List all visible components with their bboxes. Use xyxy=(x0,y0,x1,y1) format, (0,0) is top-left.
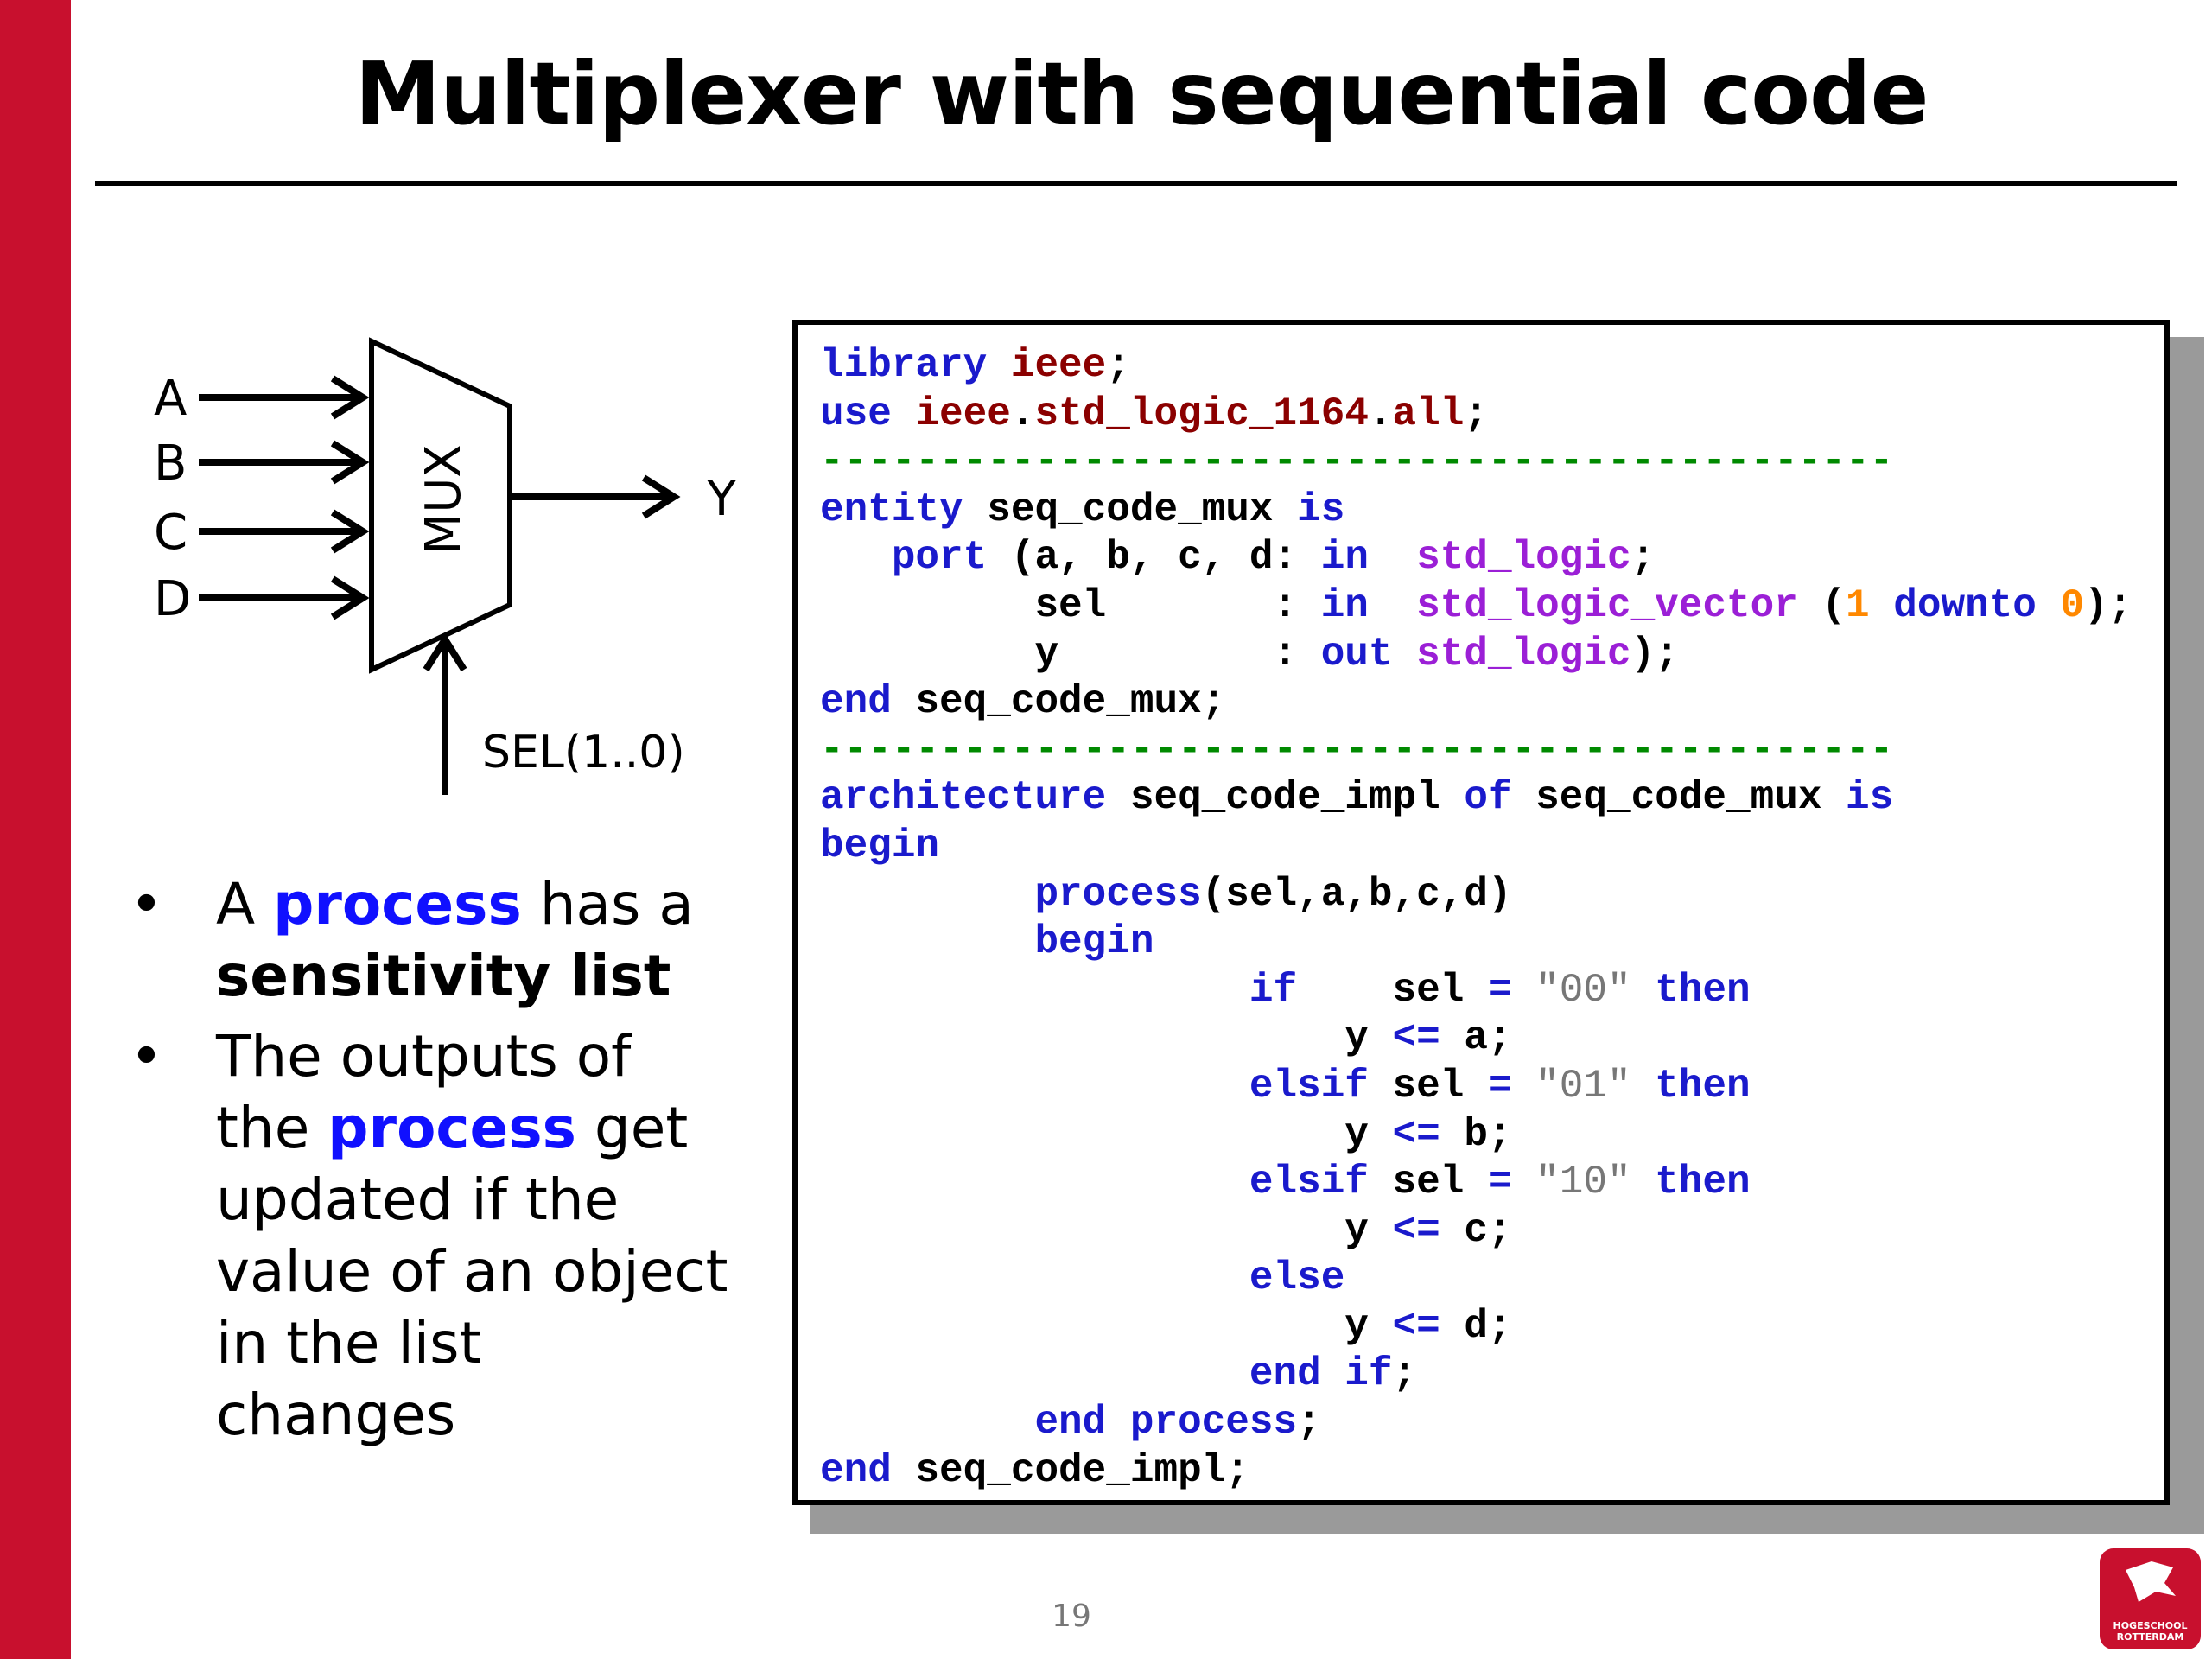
code-line: begin xyxy=(1034,919,1154,965)
bullet-item: • A process has a sensitivity list xyxy=(130,868,734,1012)
bullet-text: has a xyxy=(521,871,694,938)
keyword-text: process xyxy=(327,1095,576,1161)
code-line: if sel = "00" then xyxy=(1249,967,1751,1013)
input-label-d: D xyxy=(154,571,191,627)
mux-label: MUX xyxy=(416,444,472,555)
page-number: 19 xyxy=(1052,1599,1091,1634)
input-arrows xyxy=(199,375,370,620)
select-label: SEL(1..0) xyxy=(482,727,685,779)
logo-mark-icon xyxy=(2126,1561,2176,1602)
code-line: elsif sel = "01" then xyxy=(1249,1063,1751,1109)
code-line: port (a, b, c, d: in std_logic; xyxy=(891,535,1656,581)
bullet-marker: • xyxy=(130,871,163,938)
select-arrow xyxy=(423,632,467,795)
code-line: end seq_code_impl; xyxy=(820,1447,1249,1493)
bullet-text: The outputs of the xyxy=(216,1023,632,1161)
code-line: else xyxy=(1249,1255,1345,1301)
code-line: y <= b; xyxy=(820,1111,1512,1157)
code-line: ----------------------------------------… xyxy=(820,439,1894,485)
bold-text: sensitivity list xyxy=(216,943,671,1009)
input-label-a: A xyxy=(154,371,187,427)
bullet-marker: • xyxy=(130,1023,163,1090)
code-line: end process; xyxy=(1034,1400,1321,1446)
code-line: library ieee; xyxy=(820,343,1130,388)
mux-block xyxy=(369,337,512,674)
code-line: process(sel,a,b,c,d) xyxy=(1034,871,1512,917)
output-arrow xyxy=(510,474,681,519)
code-line: architecture seq_code_impl of seq_code_m… xyxy=(820,775,1894,821)
slide-title: Multiplexer with sequential code xyxy=(354,43,1929,144)
output-label-y: Y xyxy=(706,471,737,527)
vhdl-code: library ieee;use ieee.std_logic_1164.all… xyxy=(820,342,2132,1495)
code-line: end seq_code_mux; xyxy=(820,679,1226,725)
input-label-c: C xyxy=(154,505,188,561)
input-label-b: B xyxy=(154,435,187,492)
bullet-text: get updated if the value of an object in… xyxy=(216,1095,728,1448)
code-line: ----------------------------------------… xyxy=(820,727,1894,772)
title-divider xyxy=(95,181,2177,186)
hogeschool-rotterdam-logo: HOGESCHOOL ROTTERDAM xyxy=(2100,1548,2201,1649)
bullet-item: • The outputs of the process get updated … xyxy=(130,1020,734,1451)
code-line: y <= d; xyxy=(820,1303,1512,1349)
code-line: y <= c; xyxy=(820,1207,1512,1253)
code-line: sel : in std_logic_vector (1 downto 0); xyxy=(820,582,2133,628)
code-line: elsif sel = "10" then xyxy=(1249,1160,1751,1205)
code-line: y <= a; xyxy=(820,1015,1512,1061)
keyword-text: process xyxy=(273,871,522,938)
code-panel: library ieee;use ieee.std_logic_1164.all… xyxy=(792,320,2170,1505)
accent-bar xyxy=(0,0,71,1659)
code-line: y : out std_logic); xyxy=(820,631,1679,677)
logo-text-line1: HOGESCHOOL xyxy=(2113,1620,2188,1631)
code-line: entity seq_code_mux is xyxy=(820,486,1345,532)
logo-text-line2: ROTTERDAM xyxy=(2116,1631,2184,1643)
code-line: use ieee.std_logic_1164.all; xyxy=(820,391,1488,436)
bullet-text: A xyxy=(216,871,274,938)
mux-diagram: A B C D MUX Y SEL(1..0) xyxy=(154,337,737,795)
code-line: end if; xyxy=(1249,1351,1417,1397)
code-line: begin xyxy=(820,823,940,868)
bullet-list: • A process has a sensitivity list • The ou… xyxy=(130,868,734,1459)
